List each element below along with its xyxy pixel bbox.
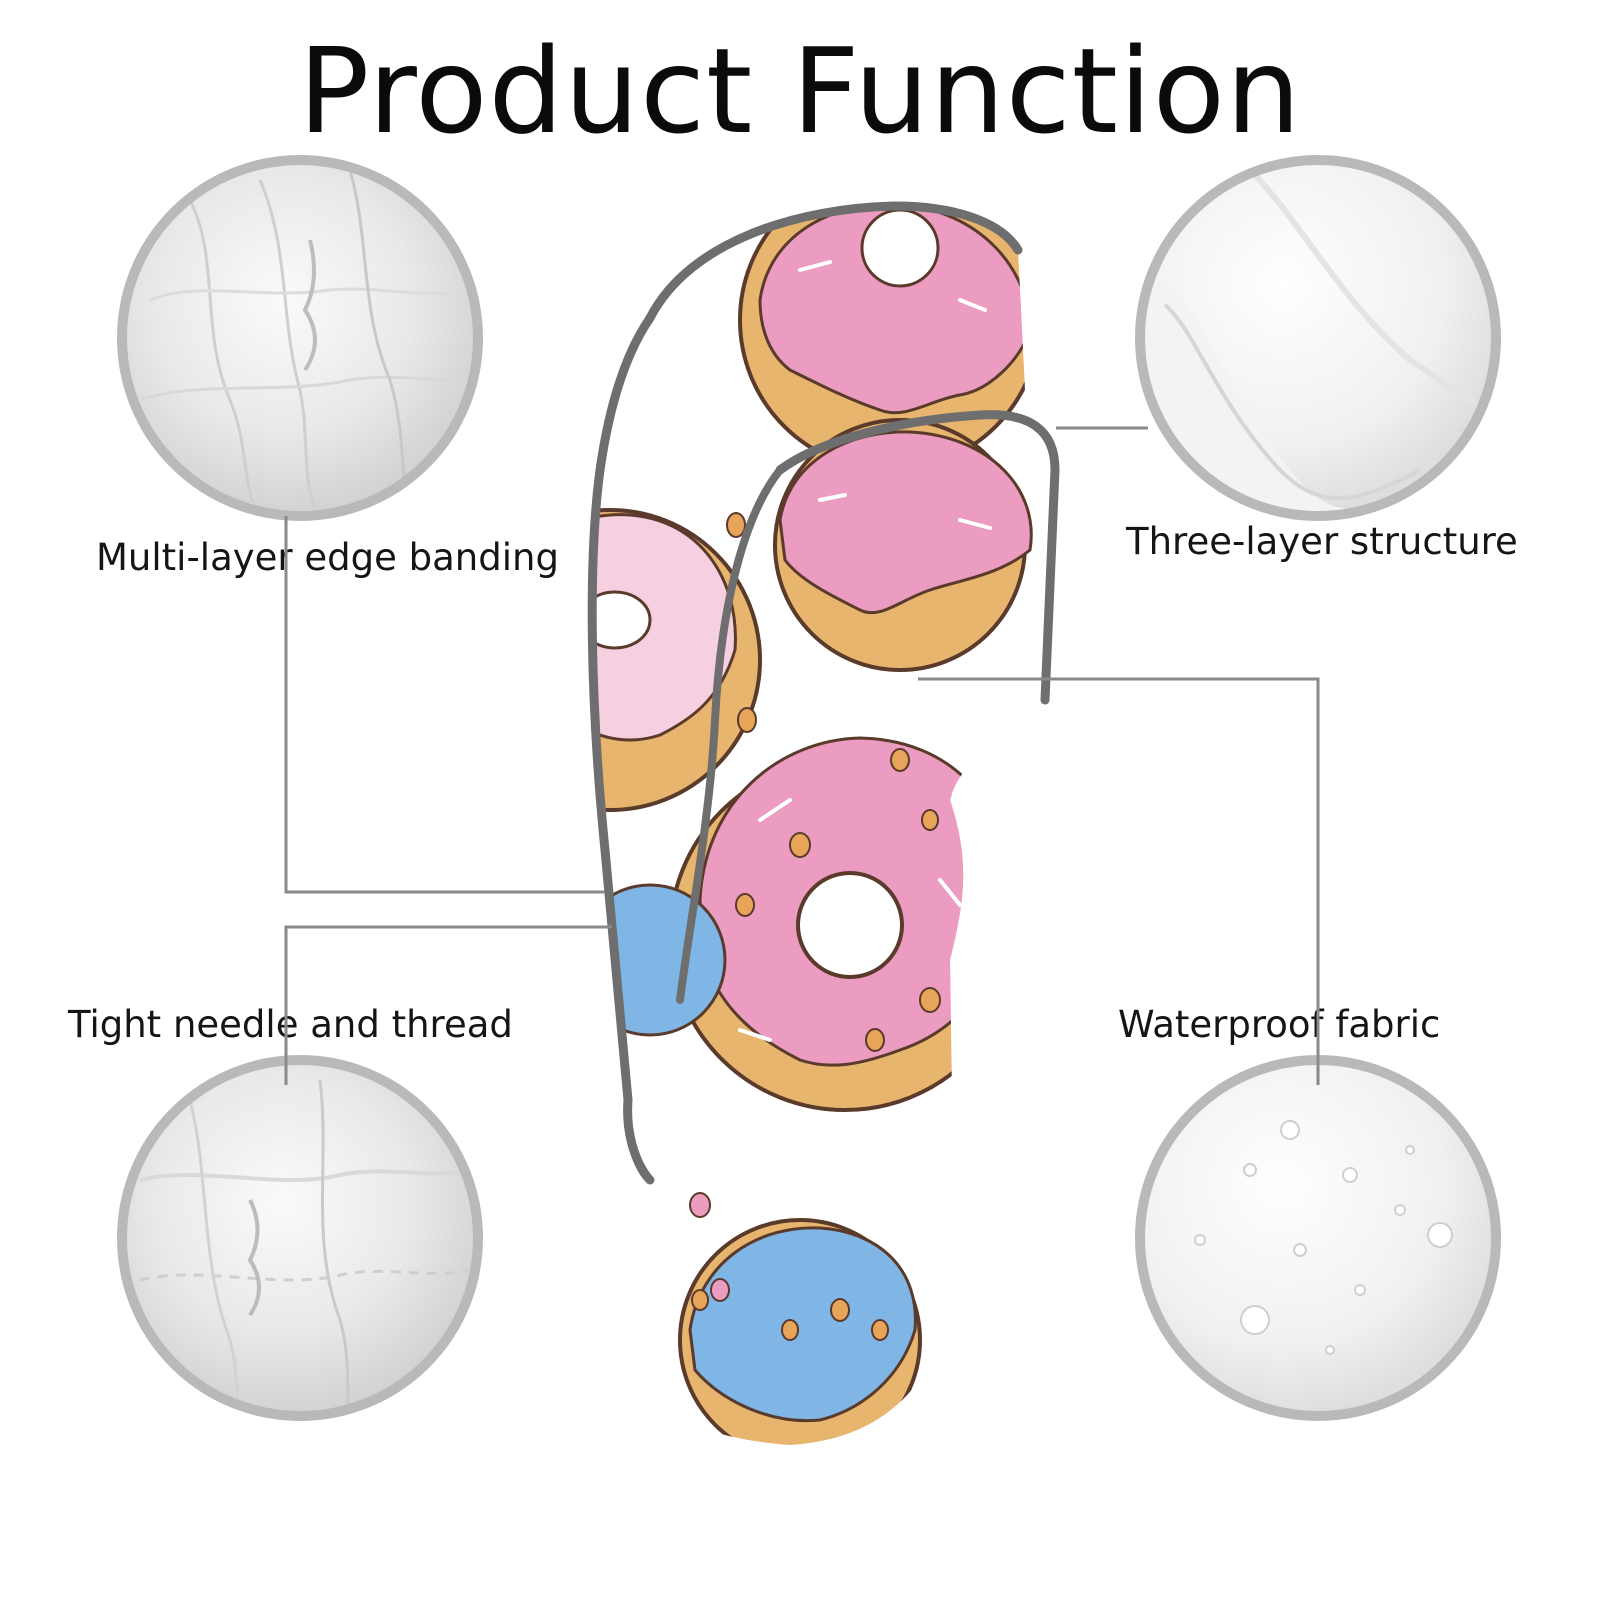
water-droplets-closeup-icon <box>1135 1055 1501 1421</box>
feature-label-needle-thread: Tight needle and thread <box>68 1003 513 1046</box>
fabric-fold-closeup-icon <box>117 155 483 521</box>
page-title: Product Function <box>298 22 1302 160</box>
donut-pattern-headcover-icon <box>587 201 1060 1445</box>
leader-lines <box>284 426 1320 1085</box>
fabric-layer-closeup-icon <box>1135 155 1501 521</box>
stitch-closeup-icon <box>117 1055 483 1421</box>
feature-label-edge-banding: Multi-layer edge banding <box>96 536 559 579</box>
feature-label-three-layer: Three-layer structure <box>1126 520 1518 563</box>
feature-label-waterproof: Waterproof fabric <box>1118 1003 1441 1046</box>
